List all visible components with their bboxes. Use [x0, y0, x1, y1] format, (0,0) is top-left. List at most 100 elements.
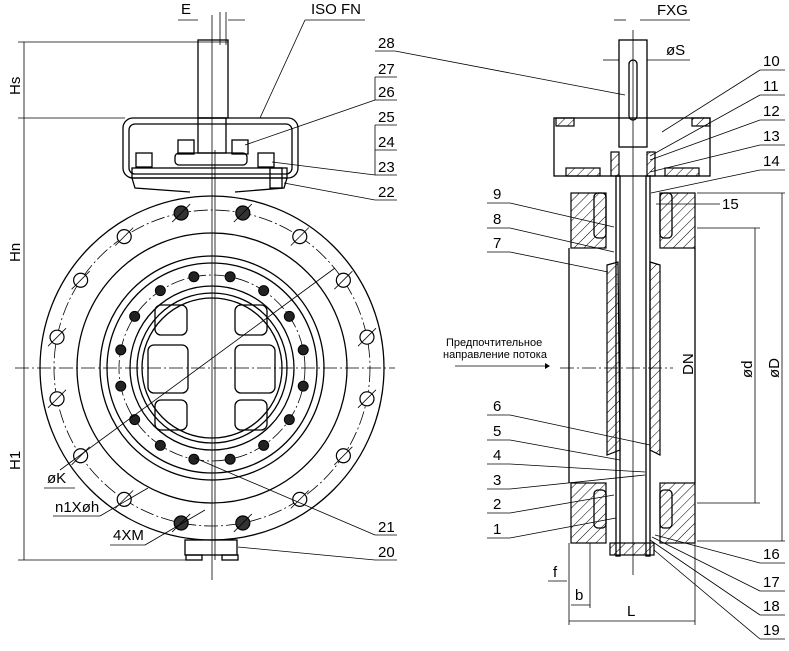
hole-crosshair: [171, 203, 191, 223]
bottom-foot: [184, 539, 239, 561]
bolt-26-left: [177, 139, 195, 155]
retainer-bolts: [115, 271, 309, 465]
callout-18: 18: [763, 598, 780, 615]
callout-3: 3: [493, 472, 501, 489]
callout-9: 9: [493, 186, 501, 203]
dim-b-label: b: [575, 587, 583, 604]
retainer-bolt: [283, 310, 295, 322]
hole-crosshair: [71, 446, 90, 466]
hole-crosshair: [47, 389, 67, 409]
section-left-leaders: [487, 202, 651, 539]
flange-holes: [47, 203, 377, 533]
callout-23: 23: [378, 159, 395, 176]
section-view: FXG øS DN ød øD f b L Предпочтительное н…: [443, 2, 785, 640]
disc-inner-circle: [141, 297, 283, 439]
top-plate: [553, 117, 711, 177]
retainer-bolt: [129, 414, 141, 426]
mounting-bracket: [122, 39, 299, 193]
disc-left: [606, 261, 621, 456]
retainer-bolt: [297, 344, 309, 356]
callout-26: 26: [378, 84, 395, 101]
hole-crosshair: [114, 227, 134, 246]
callout-28: 28: [378, 35, 395, 52]
body-hub-right: [659, 192, 696, 249]
hole-crosshair: [171, 513, 191, 533]
dim-phi-k-label: øK: [47, 470, 66, 487]
callout-8: 8: [493, 211, 501, 228]
callout-17: 17: [763, 574, 780, 591]
callout-2: 2: [493, 496, 501, 513]
callout-27: 27: [378, 61, 395, 78]
dim-n1-phi-h-label: n1Xøh: [55, 499, 99, 516]
dim-hs-label: Hs: [7, 77, 24, 95]
front-view: E ISO FN Hs Hn H1 øK n1Xøh 4XM: [7, 1, 626, 580]
bolt-26-right: [231, 139, 249, 155]
body-inner-circle: [99, 255, 325, 481]
callout-13: 13: [763, 128, 780, 145]
dim-phi-d-label: ød: [739, 360, 756, 378]
front-callouts: [194, 50, 626, 561]
dim-e-label: E: [181, 1, 191, 18]
callout-20: 20: [378, 544, 395, 561]
disc-ribs: [147, 304, 276, 431]
hole-crosshair: [334, 446, 353, 466]
body-lower-left: [570, 482, 607, 544]
disc-right: [649, 261, 661, 456]
callout-16: 16: [763, 546, 780, 563]
iso-fn-label: ISO FN: [311, 1, 361, 18]
retainer-bolt: [188, 271, 200, 283]
hole-crosshair: [290, 490, 310, 509]
retainer-bolt: [297, 380, 309, 392]
body-hub-left: [570, 192, 607, 249]
callout-21: 21: [378, 519, 395, 536]
callout-24: 24: [378, 134, 395, 151]
callout-4: 4: [493, 447, 501, 464]
callout-11: 11: [763, 78, 779, 95]
stem-top: [197, 39, 229, 119]
callout-15: 15: [722, 196, 739, 213]
body-lower-right: [659, 482, 696, 544]
retainer-bolt: [258, 285, 270, 297]
callout-14: 14: [763, 153, 780, 170]
callout-7: 7: [493, 235, 501, 252]
dim-f-label: f: [553, 564, 558, 581]
hole-crosshair: [334, 270, 353, 290]
dim-fxg-label: FXG: [657, 2, 688, 19]
dim-l-label: L: [627, 603, 635, 620]
section-right-leaders: [649, 69, 785, 640]
left-dimensions: [18, 12, 365, 561]
callout-25: 25: [378, 109, 395, 126]
n1-leader: [99, 487, 149, 517]
hole-crosshair: [357, 327, 377, 347]
callout-6: 6: [493, 398, 501, 415]
hole-crosshair: [233, 513, 253, 533]
disc-outer-circle: [136, 292, 288, 444]
retainer-bolt: [224, 271, 236, 283]
retainer-bolt: [115, 344, 127, 356]
dim-phi-D-label: øD: [766, 358, 783, 378]
phi-k-leader: [59, 267, 336, 471]
retainer-bolt: [224, 453, 236, 465]
callout-12: 12: [763, 103, 780, 120]
retainer-bolt: [154, 285, 166, 297]
retainer-bolt: [154, 439, 166, 451]
retainer-bolt: [129, 310, 141, 322]
dim-4xm-label: 4XM: [113, 527, 144, 544]
flow-arrowhead: [545, 363, 550, 369]
hole-crosshair: [357, 389, 377, 409]
4xm-leader: [144, 509, 206, 546]
retainer-bolt: [188, 453, 200, 465]
dim-h1-label: H1: [7, 451, 24, 470]
hole-crosshair: [47, 327, 67, 347]
seat-circle-2: [129, 285, 295, 451]
bolt-circle-k: [53, 209, 371, 527]
hole-crosshair: [71, 270, 90, 290]
callout-22: 22: [378, 184, 395, 201]
seat-circle-1: [106, 262, 318, 474]
callout-19: 19: [763, 622, 780, 639]
hole-crosshair: [290, 227, 310, 246]
retainer-bolt: [115, 380, 127, 392]
flow-direction-label-line2: направление потока: [443, 349, 548, 361]
callout-1: 1: [493, 521, 501, 538]
